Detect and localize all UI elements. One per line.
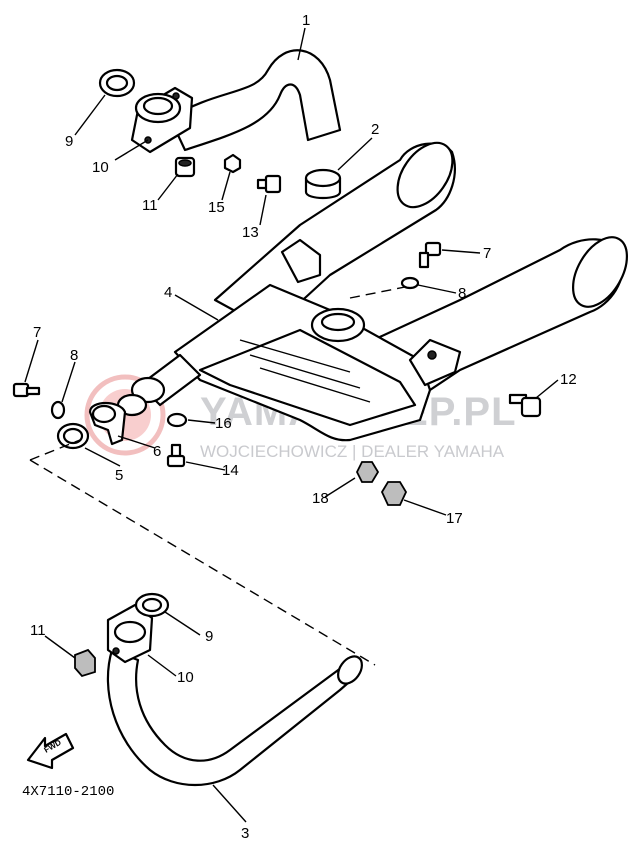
gasket-9-lower	[134, 592, 170, 618]
grommet-18	[355, 461, 380, 483]
bolt-14	[166, 443, 186, 468]
watermark-subtitle: WOJCIECHOWICZ | DEALER YAMAHA	[200, 442, 505, 461]
nut-15	[223, 153, 242, 174]
clamp-6	[88, 401, 127, 446]
callout-6: 6	[153, 443, 161, 460]
callout-10-upper: 10	[92, 159, 109, 176]
bolt-7-right	[418, 241, 442, 269]
forward-arrow-icon: FWD	[26, 732, 75, 770]
callout-10-lower: 10	[177, 669, 194, 686]
callout-1: 1	[302, 12, 310, 29]
callout-9-lower: 9	[205, 628, 213, 645]
callout-3: 3	[241, 825, 249, 842]
callout-16: 16	[215, 415, 232, 432]
callout-13: 13	[242, 224, 259, 241]
callout-2: 2	[371, 121, 379, 138]
callout-14: 14	[222, 462, 239, 479]
washer-8-left	[50, 400, 66, 420]
grommet-17	[380, 481, 408, 506]
callout-4: 4	[164, 284, 172, 301]
gasket-9-upper	[98, 68, 136, 98]
callout-11-upper: 11	[142, 197, 158, 214]
callout-12: 12	[560, 371, 577, 388]
nut-11-lower	[74, 648, 96, 678]
diagram-code: 4X7110-2100	[22, 784, 114, 800]
callout-7-left: 7	[33, 324, 41, 341]
callout-8-left: 8	[70, 347, 78, 364]
gasket-5	[56, 422, 90, 450]
callout-8-right: 8	[458, 285, 466, 302]
callout-5: 5	[115, 467, 123, 484]
callout-17: 17	[446, 510, 463, 527]
washer-8-right	[400, 276, 420, 290]
assembly-line-lower	[29, 459, 376, 666]
callout-9-upper: 9	[65, 133, 73, 150]
assembly-line-washer	[349, 286, 406, 299]
callout-18: 18	[312, 490, 329, 507]
watermark-logo-icon	[84, 374, 166, 456]
bolt-12	[508, 393, 542, 418]
callout-7-right: 7	[483, 245, 491, 262]
leader-lines	[24, 27, 559, 823]
clamp-ring-2	[304, 168, 342, 200]
exhaust-pipe-1	[130, 49, 342, 154]
assembly-line-gasket	[29, 439, 81, 461]
nut-11-upper	[174, 156, 196, 178]
muffler-assembly-4	[116, 141, 629, 442]
callout-11-lower: 11	[30, 622, 46, 639]
bolt-13	[256, 174, 282, 194]
exhaust-pipe-3	[106, 603, 363, 786]
bolt-7-left	[12, 382, 41, 398]
washer-16	[166, 412, 188, 428]
callout-15: 15	[208, 199, 225, 216]
callout-numbers: 1 2 3 4 5 6 7 7 8 8 9 9 10 10 11 11 12 1…	[30, 12, 577, 842]
